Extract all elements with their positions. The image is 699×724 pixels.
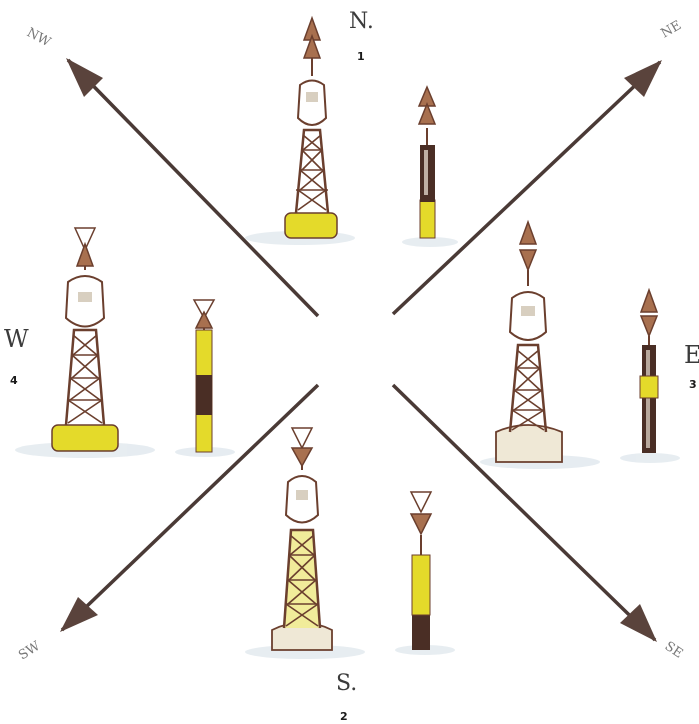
label-east-number: 3 — [689, 378, 697, 391]
beacon-south-icon — [411, 492, 431, 650]
label-east: E — [684, 341, 699, 369]
buoy-north-icon — [285, 18, 337, 238]
label-southeast: SE — [662, 639, 686, 662]
label-south-number: 2 — [340, 710, 348, 723]
label-north: N. — [349, 9, 374, 34]
beacon-west-icon — [194, 300, 214, 452]
label-north-number: 1 — [357, 50, 365, 63]
buoy-east-icon — [496, 222, 562, 462]
compass-arrows — [62, 60, 660, 640]
label-northeast: NE — [659, 18, 685, 41]
arrow-nw — [68, 60, 318, 316]
label-south: S. — [336, 671, 357, 696]
label-northwest: NW — [24, 25, 53, 50]
label-west-number: 4 — [10, 374, 18, 387]
beacon-east-icon — [640, 290, 658, 453]
beacon-north-icon — [419, 87, 435, 238]
buoy-west-icon — [52, 228, 118, 451]
label-southwest: SW — [16, 639, 43, 664]
label-west: W — [4, 325, 29, 353]
buoy-south-icon — [272, 428, 332, 650]
